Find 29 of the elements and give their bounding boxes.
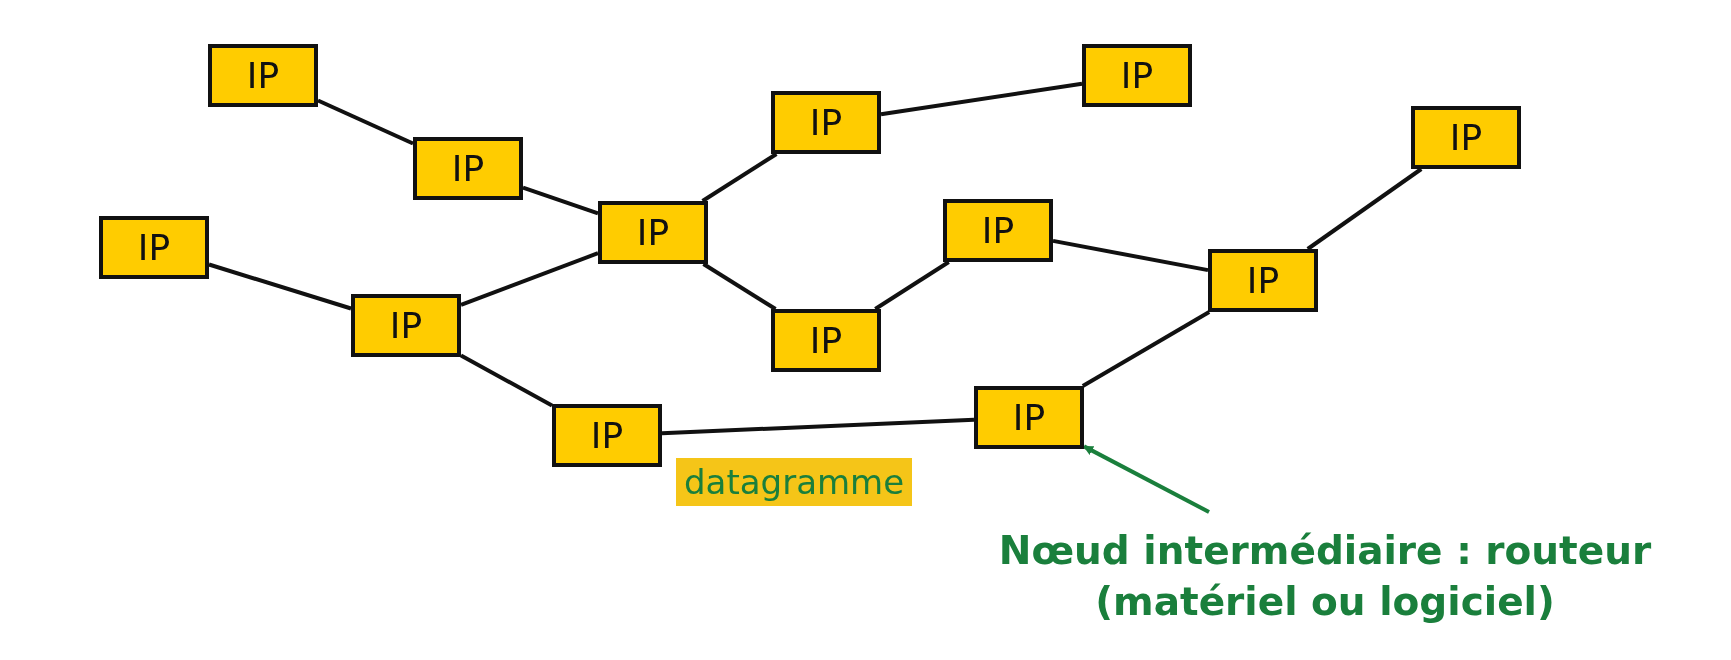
connector-line — [874, 260, 950, 311]
connector-line — [460, 251, 599, 307]
connector-line — [1081, 310, 1211, 388]
connector-line — [701, 152, 778, 203]
ip-node-box: IP — [598, 201, 708, 264]
ip-node-box: IP — [1208, 249, 1318, 312]
callout-text: Nœud intermédiaire : routeur (matériel ou logiciel) — [930, 526, 1720, 628]
connector-line — [460, 353, 553, 408]
connector-line — [1052, 238, 1209, 273]
ip-node-box: IP — [974, 386, 1084, 449]
connector-line — [522, 185, 599, 216]
ip-node-box: IP — [943, 199, 1053, 262]
connector-line — [1306, 167, 1423, 251]
ip-node-box: IP — [1082, 44, 1192, 107]
ip-node-box: IP — [208, 44, 318, 107]
connector-line — [702, 262, 777, 311]
connector-line — [880, 81, 1083, 117]
connector-line — [661, 417, 975, 436]
ip-node-box: IP — [771, 91, 881, 154]
ip-node-box: IP — [99, 216, 209, 279]
datagram-label: datagramme — [676, 458, 913, 506]
ip-node-box: IP — [351, 294, 461, 357]
connector-line — [317, 98, 414, 146]
connector-line — [208, 262, 352, 311]
ip-node-box: IP — [1411, 106, 1521, 169]
ip-node-box: IP — [413, 137, 523, 200]
arrow — [1083, 444, 1210, 514]
ip-node-box: IP — [552, 404, 662, 467]
ip-node-box: IP — [771, 309, 881, 372]
